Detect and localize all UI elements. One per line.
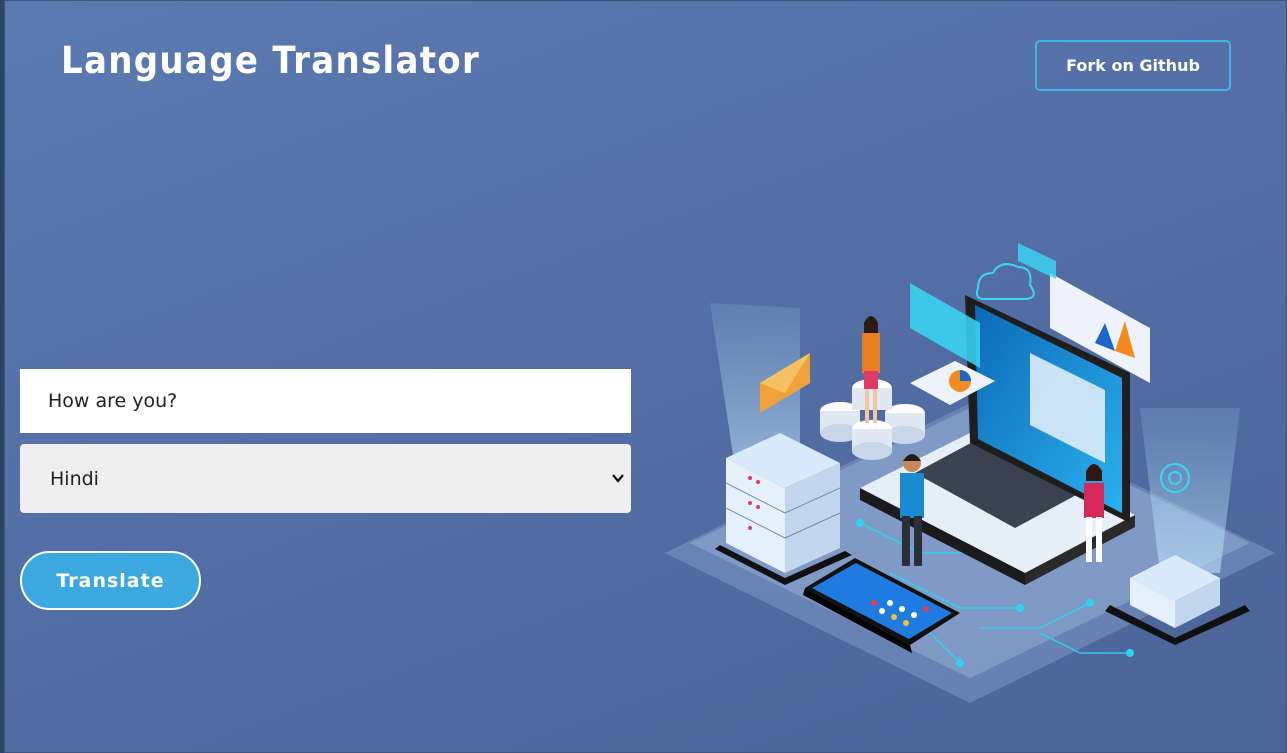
fork-on-github-button[interactable]: Fork on Github	[1035, 40, 1231, 91]
language-select-value: Hindi	[50, 467, 99, 490]
app-window: Language Translator Fork on Github Hindi…	[4, 0, 1287, 753]
background-window-edge	[0, 0, 4, 753]
chevron-down-icon	[612, 474, 624, 483]
page-title: Language Translator	[61, 39, 481, 82]
tech-isometric-illustration-icon	[665, 243, 1275, 703]
language-select[interactable]: Hindi	[20, 444, 631, 513]
text-input[interactable]	[20, 369, 631, 433]
translate-button[interactable]: Translate	[20, 551, 201, 610]
